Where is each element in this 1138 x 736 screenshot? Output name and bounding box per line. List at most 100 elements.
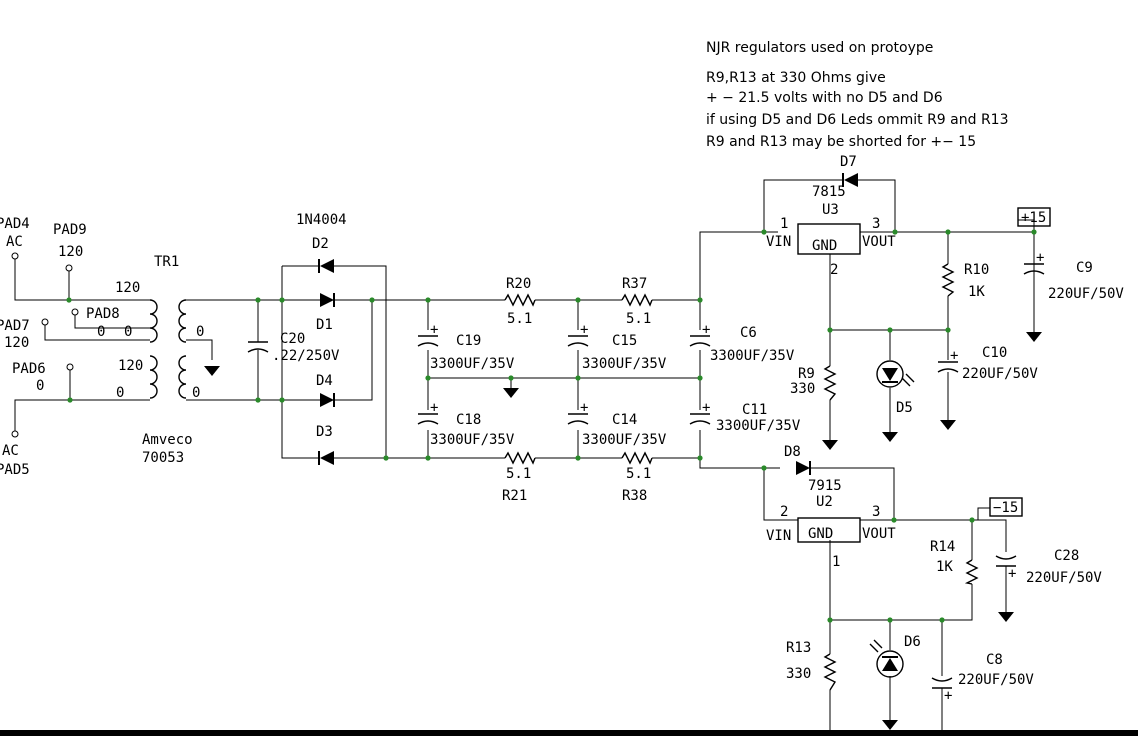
pad7-label: PAD7 xyxy=(0,318,30,334)
c20-value: .22/250V xyxy=(272,348,340,364)
r9-ref: R9 xyxy=(798,366,815,382)
tr1-pin-0-b: 0 xyxy=(124,324,132,340)
d1-label: D1 xyxy=(316,317,333,333)
c8-capacitor: + xyxy=(931,677,952,704)
c20-ref: C20 xyxy=(280,331,305,347)
u2-vout: VOUT xyxy=(862,526,896,542)
bridge-diode-type: 1N4004 xyxy=(296,212,347,228)
c8-ref: C8 xyxy=(986,652,1003,668)
c6-capacitor: + xyxy=(689,322,710,347)
c15-capacitor: + xyxy=(567,322,588,347)
c14-capacitor: + xyxy=(567,400,588,425)
c9-capacitor: + xyxy=(1023,250,1044,275)
design-notes: NJR regulators used on protoype R9,R13 a… xyxy=(706,40,1008,150)
pos-rail-label: +15 xyxy=(1021,210,1046,226)
tr1-secondary-coil-a xyxy=(178,299,187,343)
resistors: R20 5.1 R37 5.1 5.1 R21 5.1 R38 R10 1K R… xyxy=(502,262,989,691)
r21-ref: R21 xyxy=(502,488,527,504)
r21-resistor xyxy=(504,451,536,465)
pad5-terminal xyxy=(11,430,19,438)
ground-symbol xyxy=(882,720,898,730)
pad4-terminal xyxy=(11,252,19,260)
r14-resistor xyxy=(964,559,979,585)
r14-ref: R14 xyxy=(930,539,955,555)
pad6-label: PAD6 xyxy=(12,361,46,377)
c18-ref: C18 xyxy=(456,412,481,428)
pad5-net: AC xyxy=(2,443,19,459)
tr1-pin-0-c: 0 xyxy=(196,324,204,340)
c19-value: 3300UF/35V xyxy=(430,356,515,372)
u2-pin-gnd: 1 xyxy=(832,554,840,570)
u3-vin: VIN xyxy=(766,234,791,250)
svg-text:+: + xyxy=(944,688,952,704)
d8-label: D8 xyxy=(784,444,801,460)
tr1-primary-coil-a xyxy=(149,299,158,343)
note-line-1: NJR regulators used on protoype xyxy=(706,40,933,56)
pad8-label: PAD8 xyxy=(86,306,120,322)
tr1-secondary-coil-b xyxy=(178,355,187,399)
svg-text:+: + xyxy=(950,348,958,364)
d5-label: D5 xyxy=(896,400,913,416)
u3-gnd: GND xyxy=(812,238,837,254)
r20-resistor xyxy=(504,293,536,307)
note-line-4: if using D5 and D6 Leds ommit R9 and R13 xyxy=(706,112,1008,128)
ground-symbol xyxy=(1026,332,1042,342)
tr1-pin-0-e: 0 xyxy=(192,385,200,401)
tr1-pin-120-top: 120 xyxy=(115,280,140,296)
c6-ref: C6 xyxy=(740,325,757,341)
d4-label: D4 xyxy=(316,373,333,389)
note-line-2: R9,R13 at 330 Ohms give xyxy=(706,70,886,86)
pad9-terminal xyxy=(65,264,73,272)
neg-rail-box xyxy=(989,497,1023,517)
svg-text:+: + xyxy=(1036,250,1044,266)
r37-ref: R37 xyxy=(622,276,647,292)
regulator-u2: 7915 U2 2 3 VIN GND VOUT 1 xyxy=(766,478,896,570)
c19-capacitor: + xyxy=(417,322,438,347)
u2-vin: VIN xyxy=(766,528,791,544)
tr1-maker: Amveco xyxy=(142,432,193,448)
pad6-net: 0 xyxy=(36,378,44,394)
r10-ref: R10 xyxy=(964,262,989,278)
d7-diode xyxy=(842,173,858,187)
tr1-pin-0-d: 0 xyxy=(116,385,124,401)
tr1-primary-coil-b xyxy=(149,355,158,399)
wiring xyxy=(14,179,1035,736)
c15-value: 3300UF/35V xyxy=(582,356,667,372)
d1-diode xyxy=(320,293,335,307)
c9-value: 220UF/50V xyxy=(1048,286,1124,302)
c18-value: 3300UF/35V xyxy=(430,432,515,448)
c11-capacitor: + xyxy=(689,400,710,425)
c10-value: 220UF/50V xyxy=(962,366,1038,382)
capacitors: C20 .22/250V + C19 3300UF/35V + C15 3300… xyxy=(247,250,1124,704)
u2-part: 7915 xyxy=(808,478,842,494)
u3-pin-gnd: 2 xyxy=(830,262,838,278)
c14-value: 3300UF/35V xyxy=(582,432,667,448)
c28-capacitor: + xyxy=(995,555,1016,582)
r10-value: 1K xyxy=(968,284,985,300)
r20-value: 5.1 xyxy=(507,311,532,327)
r37-value: 5.1 xyxy=(626,311,651,327)
tr1-pin-120-bottom: 120 xyxy=(118,358,143,374)
ground-symbol xyxy=(998,612,1014,622)
c15-ref: C15 xyxy=(612,333,637,349)
r38-resistor xyxy=(621,451,653,465)
r14-value: 1K xyxy=(936,559,953,575)
transformer-tr1: TR1 Amveco 70053 120 0 0 0 120 0 0 xyxy=(97,254,204,466)
d8-diode xyxy=(796,461,811,475)
c18-capacitor: + xyxy=(417,400,438,425)
u3-vout: VOUT xyxy=(862,234,896,250)
u2-body xyxy=(797,517,861,543)
c8-value: 220UF/50V xyxy=(958,672,1034,688)
c10-capacitor: + xyxy=(937,348,958,373)
svg-text:+: + xyxy=(580,322,588,338)
r21-value: 5.1 xyxy=(506,466,531,482)
d2-label: D2 xyxy=(312,236,329,252)
c6-value: 3300UF/35V xyxy=(710,348,795,364)
d2-diode xyxy=(318,259,334,273)
d6-label: D6 xyxy=(904,634,921,650)
svg-text:+: + xyxy=(1008,566,1016,582)
regulator-u3: 7815 U3 1 3 VIN GND VOUT 2 xyxy=(766,184,896,278)
u3-part: 7815 xyxy=(812,184,846,200)
bottom-edge-bar xyxy=(0,730,1138,736)
